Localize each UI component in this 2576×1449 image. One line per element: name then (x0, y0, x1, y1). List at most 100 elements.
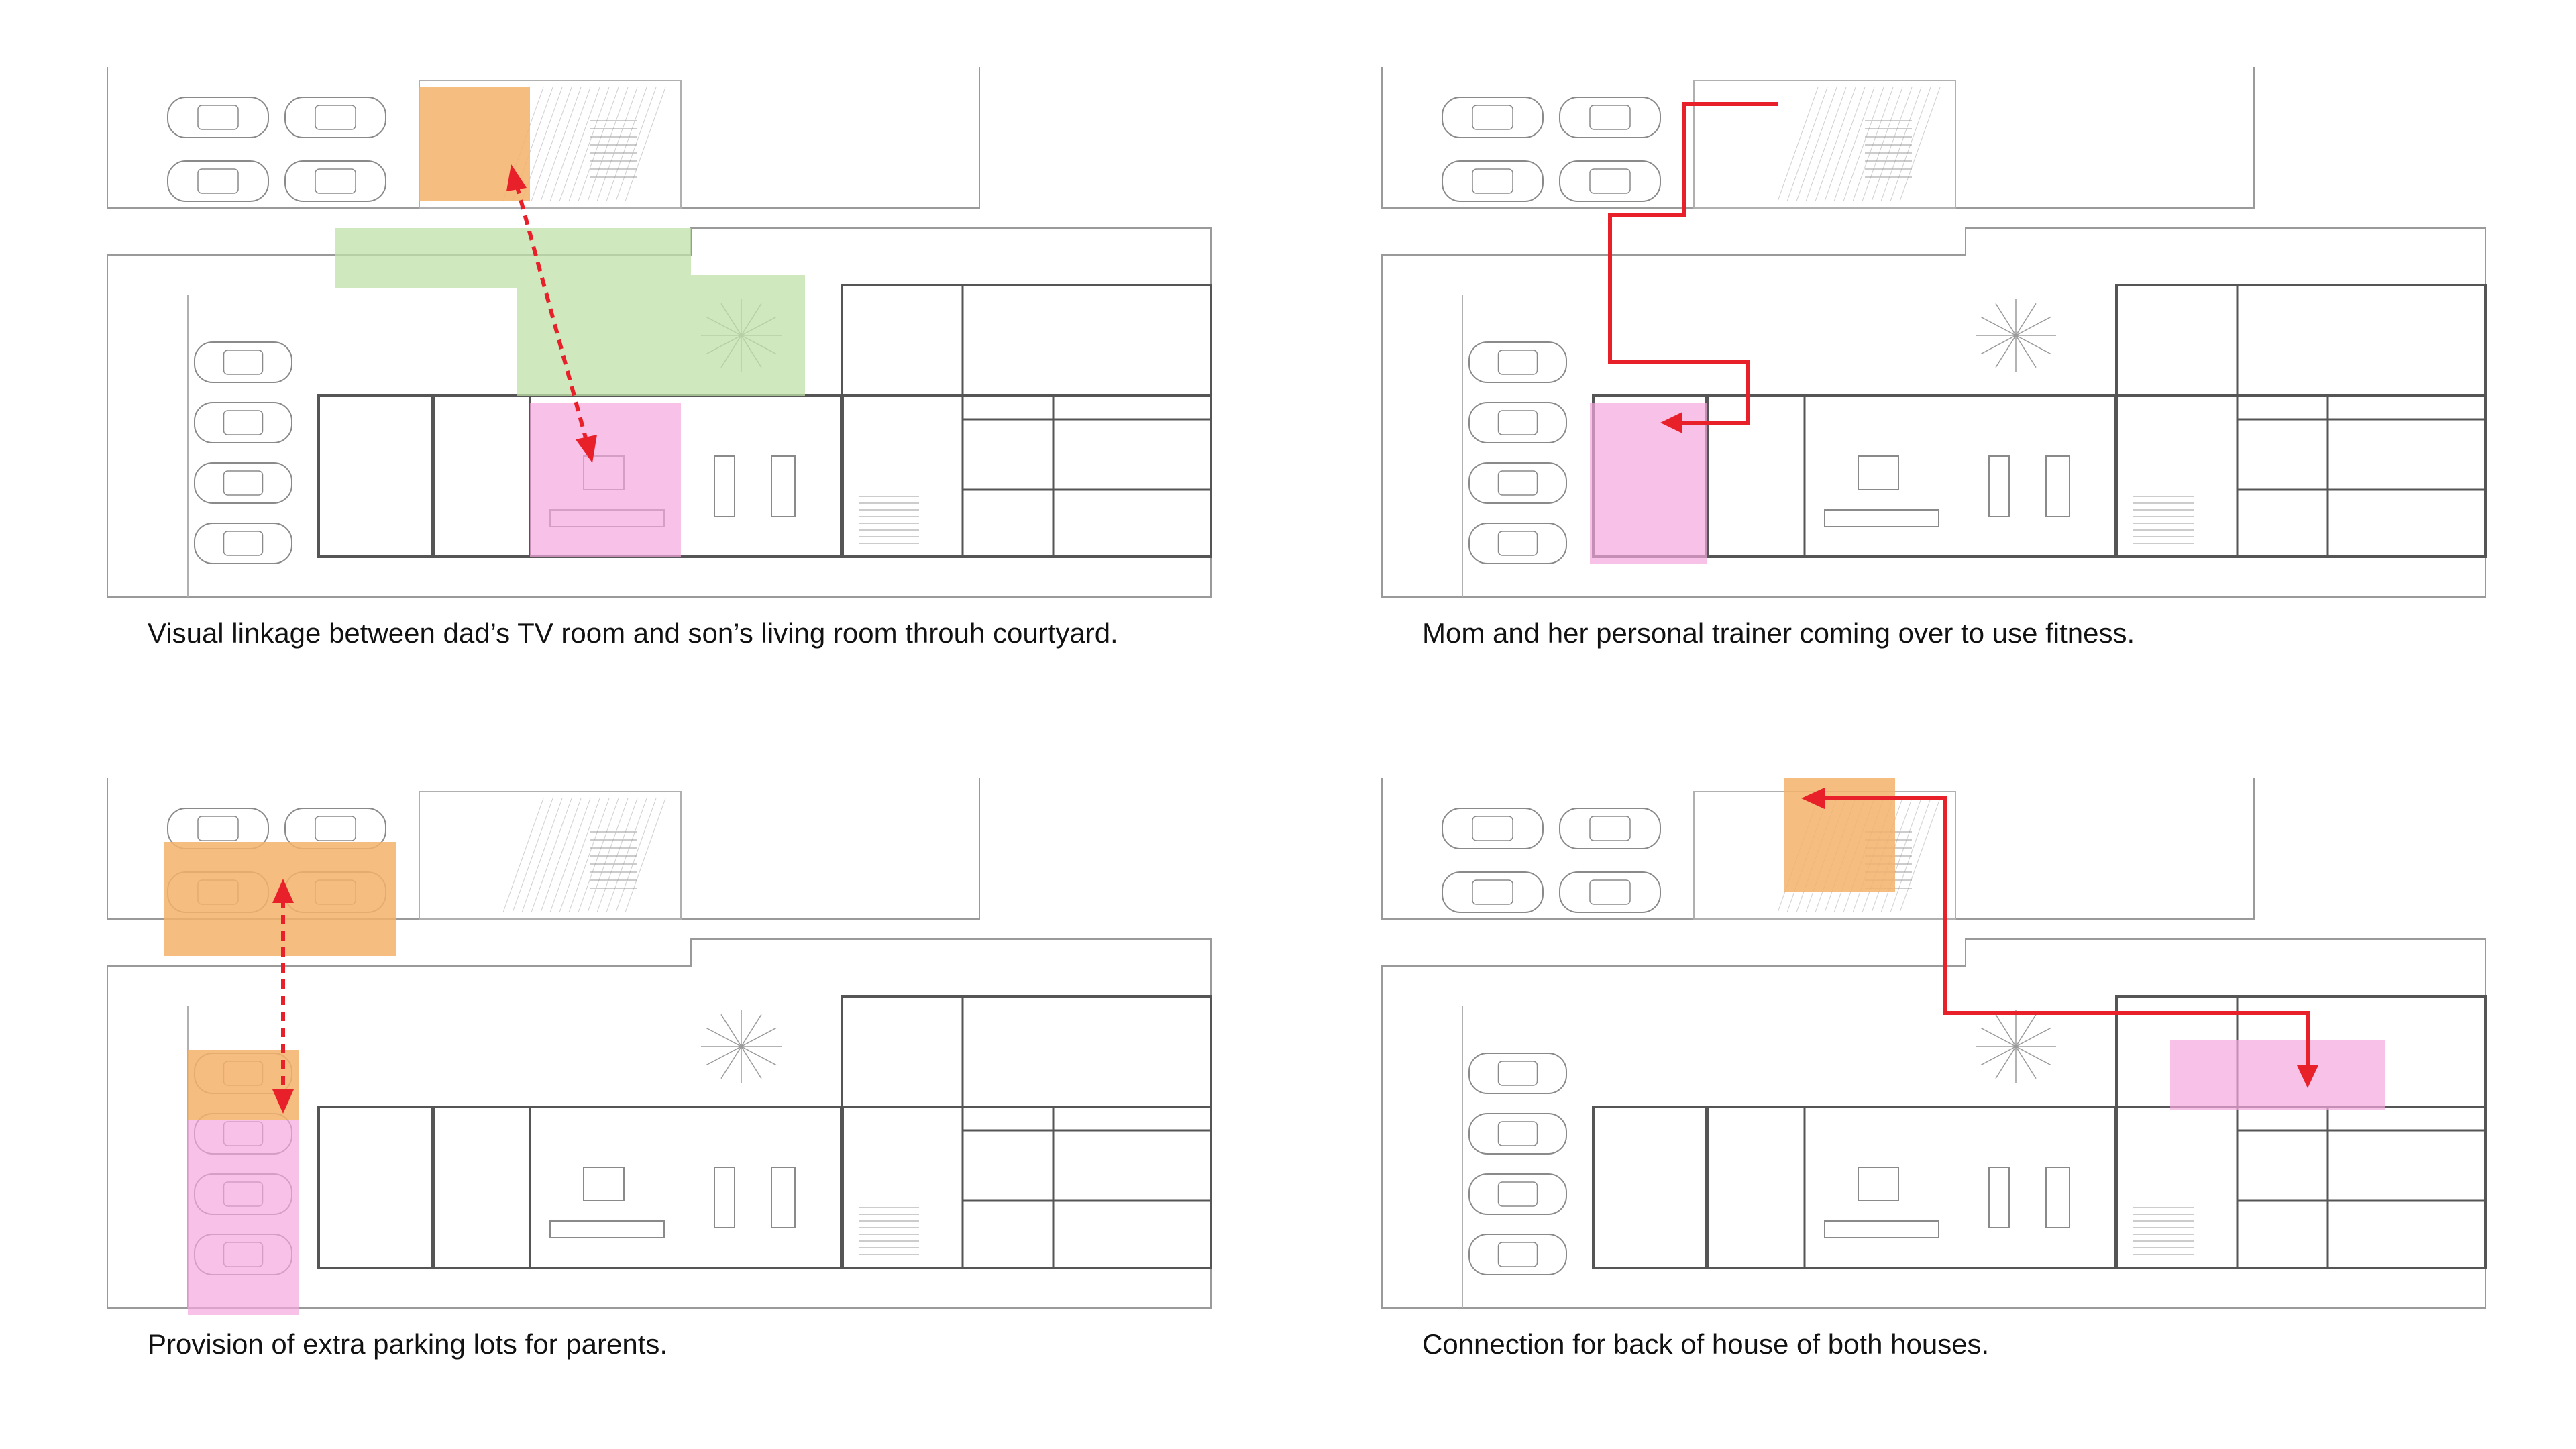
wing-wall (2115, 995, 2487, 1269)
route-arrow-head-end (2297, 1065, 2318, 1088)
hatch-line (540, 87, 582, 202)
floor-plan (1381, 778, 2487, 1309)
car-icon (284, 160, 386, 202)
hatch-line (587, 87, 629, 202)
hatch-line (606, 798, 647, 913)
diagram-panel-fitness-access: Mom and her personal trainer coming over… (1375, 67, 2576, 671)
car-icon (167, 97, 269, 138)
route-arrow-head-start (1801, 788, 1825, 809)
car-icon (194, 402, 292, 443)
car-icon (167, 160, 269, 202)
hatch-line (1871, 87, 1913, 202)
wing-wall (841, 995, 1212, 1269)
car-icon (1442, 97, 1544, 138)
orange-lower-parking-highlight (188, 1050, 299, 1120)
hatch-line (587, 798, 629, 913)
route-arrow-head (1660, 412, 1682, 433)
route-arrow-line (1825, 796, 2310, 1067)
hatch-line (568, 798, 610, 913)
floor-plan (1381, 67, 2487, 598)
sofa-icon (1858, 1167, 1899, 1201)
hatch-line (578, 87, 619, 202)
floor-plan (107, 67, 1212, 598)
dashed-arrow-line (515, 184, 589, 443)
hatch-line (1880, 798, 1922, 913)
dining-table-icon (714, 1167, 735, 1228)
pink-living-room-highlight (530, 402, 681, 557)
caption: Connection for back of house of both hou… (1422, 1328, 1990, 1360)
sofa-icon (1858, 455, 1899, 490)
pink-kitchen-highlight (2170, 1040, 2385, 1110)
diagram-panel-extra-parking: Provision of extra parking lots for pare… (101, 778, 1308, 1382)
hatch-line (625, 87, 666, 202)
hatch-line (615, 798, 657, 913)
hatch-line (596, 87, 638, 202)
hatch-line (559, 87, 600, 202)
lower-lot-outline (1381, 938, 2486, 1309)
diagram-panel-back-of-house: Connection for back of house of both hou… (1375, 778, 2576, 1382)
car-icon (1468, 1053, 1567, 1094)
car-icon (1468, 462, 1567, 504)
kitchen-island-icon (771, 1167, 796, 1228)
sofa-icon (583, 1167, 625, 1201)
dining-table-icon (1988, 1167, 2010, 1228)
car-icon (284, 97, 386, 138)
sofa-icon (1824, 509, 1939, 527)
floor-plan (107, 778, 1212, 1315)
caption: Provision of extra parking lots for pare… (148, 1328, 668, 1360)
car-icon (1559, 97, 1661, 138)
kitchen-island-icon (2045, 455, 2070, 517)
upper-house-outline (1693, 80, 1956, 209)
hatch-line (1777, 87, 1819, 202)
kitchen-island-icon (2045, 1167, 2070, 1228)
orange-upper-room-highlight (1784, 778, 1895, 892)
hatch-line (540, 798, 582, 913)
kitchen-island-icon (771, 455, 796, 517)
dining-table-icon (1988, 455, 2010, 517)
hatch-line (625, 798, 666, 913)
car-icon (1468, 1173, 1567, 1215)
tree-icon (701, 1010, 782, 1083)
car-icon (194, 523, 292, 564)
caption: Mom and her personal trainer coming over… (1422, 617, 2135, 649)
pink-fitness-room-highlight (1590, 402, 1707, 564)
dining-table-icon (714, 455, 735, 517)
car-icon (194, 462, 292, 504)
hatch-line (1862, 87, 1903, 202)
hatch-line (1786, 87, 1828, 202)
plan-linework (1381, 67, 2487, 598)
hatch-line (1890, 798, 1931, 913)
hatch-line (531, 87, 572, 202)
hatch-line (531, 798, 572, 913)
arrow-head-down (576, 435, 597, 463)
arrow-head-up (272, 879, 294, 903)
hatch-line (549, 87, 591, 202)
wing-wall (2115, 284, 2487, 558)
car-icon (1468, 402, 1567, 443)
hatch-line (1815, 87, 1856, 202)
hatch-line (1843, 87, 1884, 202)
pink-lower-parking-highlight (188, 1120, 299, 1315)
tree-icon (1976, 1010, 2056, 1083)
car-icon (194, 341, 292, 383)
hatch-line (606, 87, 647, 202)
arrow-head-down (272, 1089, 294, 1114)
sofa-icon (549, 1220, 665, 1238)
hatch-line (1899, 87, 1941, 202)
hatch-line (1824, 87, 1866, 202)
lower-lot-outline (107, 938, 1212, 1309)
car-icon (1468, 341, 1567, 383)
hatch-line (596, 798, 638, 913)
wing-wall (841, 284, 1212, 558)
car-icon (1442, 871, 1544, 913)
hatch-line (615, 87, 657, 202)
sofa-icon (1824, 1220, 1939, 1238)
car-icon (1559, 160, 1661, 202)
hatch-line (1852, 87, 1894, 202)
route-arrow-line (1608, 102, 1778, 425)
hatch-line (1890, 87, 1931, 202)
car-icon (1442, 808, 1544, 849)
hatch-line (1796, 87, 1837, 202)
hatch-line (502, 798, 544, 913)
hatch-line (559, 798, 600, 913)
